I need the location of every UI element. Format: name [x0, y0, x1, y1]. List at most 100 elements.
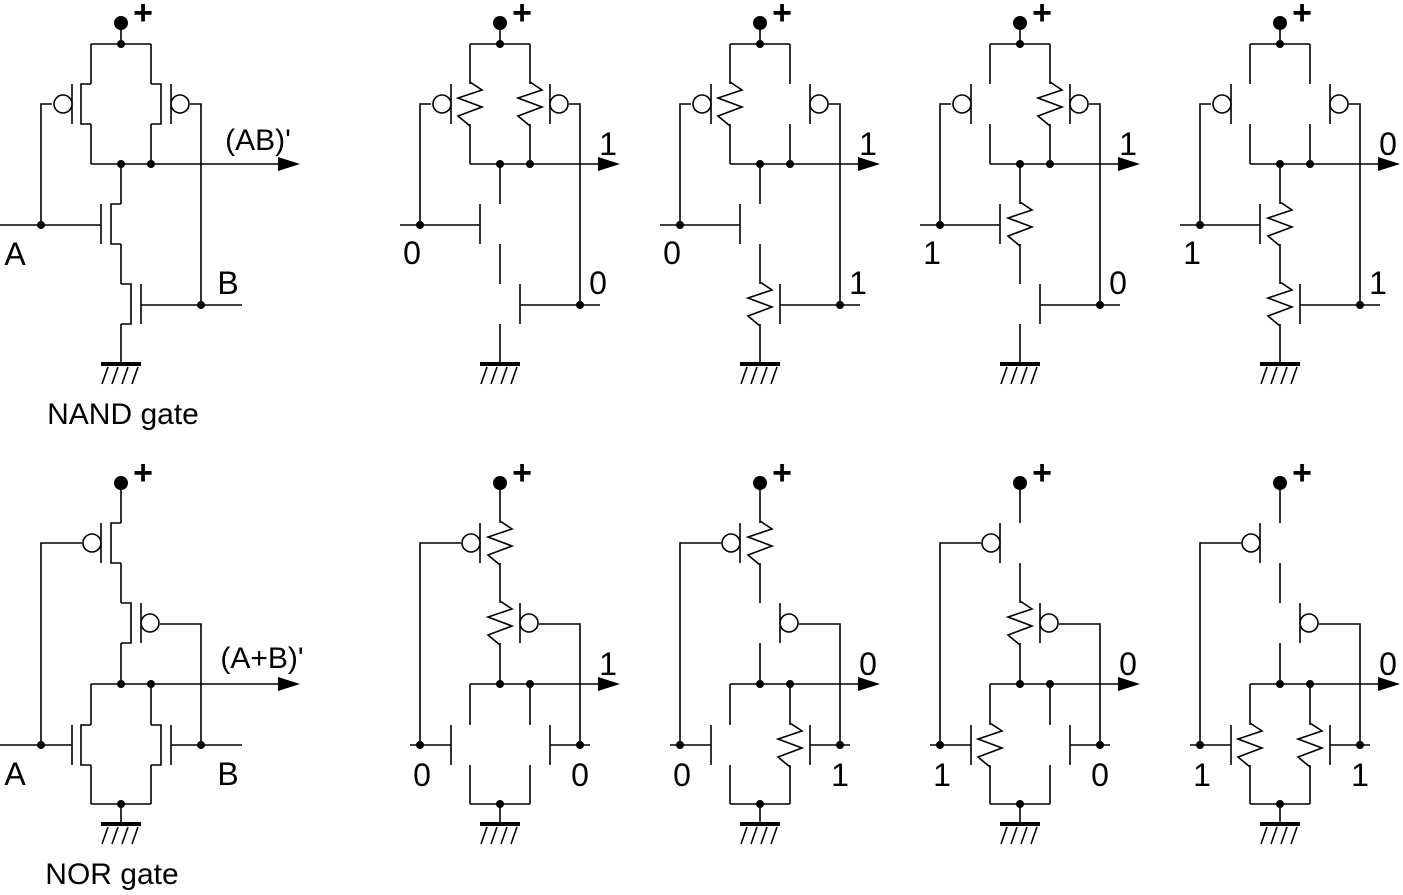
junction-dot — [37, 741, 45, 749]
ground-hatch — [111, 826, 119, 845]
gate-b-wire — [1349, 103, 1361, 305]
inversion-bubble-icon — [1299, 613, 1319, 633]
supply-plus-label: + — [133, 454, 153, 492]
ground-hatch — [1000, 826, 1008, 845]
resistor-channel — [775, 722, 805, 768]
output-arrow-icon — [278, 157, 300, 171]
ground-hatch — [500, 366, 508, 385]
junction-dot — [197, 301, 205, 309]
ground-hatch — [1270, 366, 1278, 385]
gate-a-wire — [1199, 103, 1211, 225]
junction-dot — [416, 221, 424, 229]
ground-hatch — [1280, 366, 1288, 385]
ground-hatch — [121, 826, 129, 845]
input-b-value: 0 — [589, 265, 607, 301]
ground-hatch — [1010, 366, 1018, 385]
inversion-bubble-icon — [952, 94, 972, 114]
inversion-bubble-icon — [809, 94, 829, 114]
pmos-a — [461, 520, 515, 566]
inversion-bubble-icon — [779, 613, 799, 633]
input-a-value: 0 — [403, 235, 421, 271]
ground-hatch — [1020, 826, 1028, 845]
input-b-value: 1 — [831, 757, 849, 793]
pmos-b — [1299, 603, 1319, 643]
inversion-bubble-icon — [1069, 94, 1089, 114]
ground-hatch — [1030, 366, 1038, 385]
pmos-b — [779, 603, 799, 643]
channel — [110, 203, 121, 245]
ground-hatch — [121, 366, 129, 385]
gate-b-wire — [799, 623, 841, 745]
gate-a-wire — [419, 542, 461, 745]
nmos-a — [1230, 722, 1265, 768]
nmos-b — [121, 283, 142, 325]
gate-a-wire — [939, 542, 981, 745]
input-a-value: 0 — [663, 235, 681, 271]
channel — [121, 602, 132, 644]
nmos-b — [1265, 281, 1301, 327]
pmos-a — [1241, 523, 1261, 563]
junction-dot — [1276, 680, 1284, 688]
resistor-channel — [455, 81, 485, 127]
pmos-b — [485, 600, 539, 646]
input-b-value: 1 — [1351, 757, 1369, 793]
output-arrow-icon — [278, 677, 300, 691]
output-arrow-icon — [1118, 157, 1140, 171]
gate-a-wire — [679, 103, 691, 225]
junction-dot — [1306, 160, 1314, 168]
pmos-a — [1212, 84, 1232, 124]
supply-plus-label: + — [512, 454, 532, 492]
nmos-a — [100, 203, 121, 245]
inversion-bubble-icon — [721, 533, 741, 553]
pmos-b — [121, 602, 160, 644]
ground-hatch — [1000, 366, 1008, 385]
output-arrow-icon — [598, 157, 620, 171]
inversion-bubble-icon — [1039, 613, 1059, 633]
ground-hatch — [1290, 826, 1298, 845]
ground-hatch — [510, 826, 518, 845]
resistor-channel — [715, 81, 745, 127]
inversion-bubble-icon — [461, 533, 481, 553]
junction-dot — [576, 741, 584, 749]
inversion-bubble-icon — [170, 94, 190, 114]
input-a-value: 1 — [923, 235, 941, 271]
output-value: 0 — [1379, 126, 1397, 162]
inversion-bubble-icon — [1329, 94, 1349, 114]
ground-hatch — [480, 826, 488, 845]
pmos-b — [1005, 600, 1059, 646]
ground-hatch — [750, 366, 758, 385]
pmos-a — [82, 522, 121, 564]
resistor-channel — [1005, 600, 1035, 646]
pmos-b — [515, 81, 569, 127]
gate-b-wire — [1059, 623, 1101, 745]
junction-dot — [197, 741, 205, 749]
junction-dot — [1356, 741, 1364, 749]
ground-hatch — [770, 366, 778, 385]
junction-dot — [1196, 221, 1204, 229]
junction-dot — [1096, 741, 1104, 749]
nand-case-1: +001 — [400, 0, 620, 385]
channel — [110, 522, 121, 564]
ground-hatch — [740, 826, 748, 845]
inversion-bubble-icon — [519, 613, 539, 633]
output-arrow-icon — [858, 157, 880, 171]
ground-hatch — [760, 826, 768, 845]
junction-dot — [37, 221, 45, 229]
ground-hatch — [740, 366, 748, 385]
input-a-value: 0 — [673, 757, 691, 793]
nmos-a — [970, 722, 1005, 768]
output-value: 1 — [1119, 126, 1137, 162]
gate-b-wire — [829, 103, 841, 305]
nmos-b — [1295, 722, 1331, 768]
output-value: 1 — [599, 646, 617, 682]
ground-hatch — [750, 826, 758, 845]
junction-dot — [936, 741, 944, 749]
gate-a-wire — [40, 103, 52, 225]
ground-hatch — [1280, 826, 1288, 845]
inversion-bubble-icon — [53, 94, 73, 114]
